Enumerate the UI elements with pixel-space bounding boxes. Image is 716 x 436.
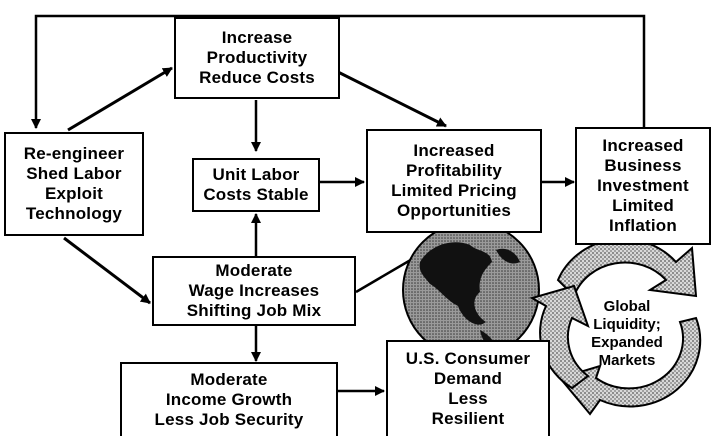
cycle-arrows-icon [529, 237, 702, 416]
line-wage-to-globe [355, 256, 415, 294]
box-moderate-income: Moderate Income Growth Less Job Security [120, 362, 338, 436]
box-increased-profitability: Increased Profitability Limited Pricing … [366, 129, 542, 233]
arrow-reengineer-to-productivity [67, 66, 173, 132]
arrow-productivity-to-profitability [337, 70, 447, 128]
feedback-loop-arrow [31, 14, 646, 129]
globe-icon [402, 221, 540, 359]
box-moderate-wage: Moderate Wage Increases Shifting Job Mix [152, 256, 356, 326]
box-consumer-demand: U.S. Consumer Demand Less Resilient [386, 340, 550, 436]
box-reengineer: Re-engineer Shed Labor Exploit Technolog… [4, 132, 144, 236]
box-business-investment: Increased Business Investment Limited In… [575, 127, 711, 245]
global-liquidity-label: Global Liquidity; Expanded Markets [591, 298, 663, 369]
box-increase-productivity: Increase Productivity Reduce Costs [174, 17, 340, 99]
box-unit-labor-costs: Unit Labor Costs Stable [192, 158, 320, 212]
arrow-reengineer-to-wage [63, 236, 151, 305]
